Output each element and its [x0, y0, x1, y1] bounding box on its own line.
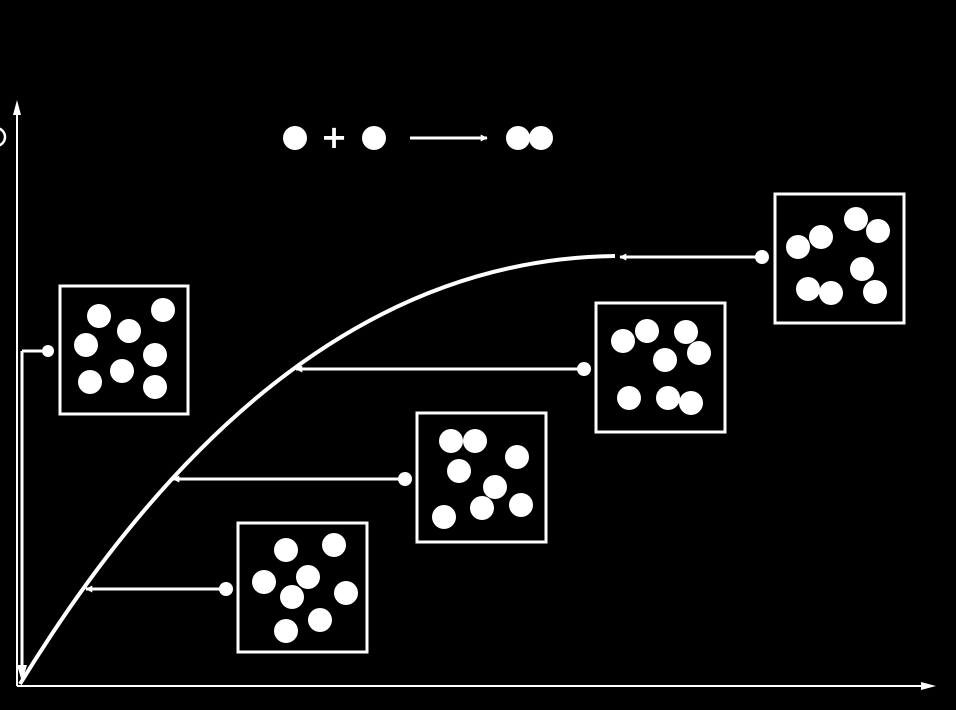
y-axis-arrowhead-icon [13, 100, 21, 115]
reaction-equation: + [283, 118, 553, 156]
pointer-arrow-early [85, 582, 233, 596]
axes [0, 100, 936, 690]
snapshot-box-early [236, 521, 369, 654]
snapshot-box-middle [415, 411, 548, 544]
atom-particles [432, 445, 533, 529]
dimer-particles [439, 429, 507, 520]
dimer-particles [786, 207, 890, 305]
pointer-arrow-late [295, 362, 591, 376]
pointer-arrow-complete [619, 250, 769, 264]
reactant-a-atom-icon [283, 126, 307, 150]
dimer-particles [611, 319, 711, 415]
snapshot-box-complete [773, 192, 906, 325]
product-formation-curve [18, 254, 616, 686]
reaction-plus-sign: + [321, 118, 348, 156]
pointer-arrow-middle [172, 472, 412, 486]
y-axis-symbol-icon [0, 127, 7, 147]
dimer-particles [280, 585, 304, 609]
pointer-arrows [85, 250, 769, 596]
atom-particles [617, 348, 677, 410]
reactant-b-atom-icon [362, 126, 386, 150]
snapshot-box-late [594, 301, 727, 434]
atom-particles [74, 298, 175, 399]
initial-state-bracket [17, 345, 54, 682]
snapshot-box-initial [58, 284, 190, 416]
product-dimer-icon [506, 126, 553, 150]
x-axis-arrowhead-icon [921, 682, 936, 690]
atom-particles [252, 533, 358, 643]
